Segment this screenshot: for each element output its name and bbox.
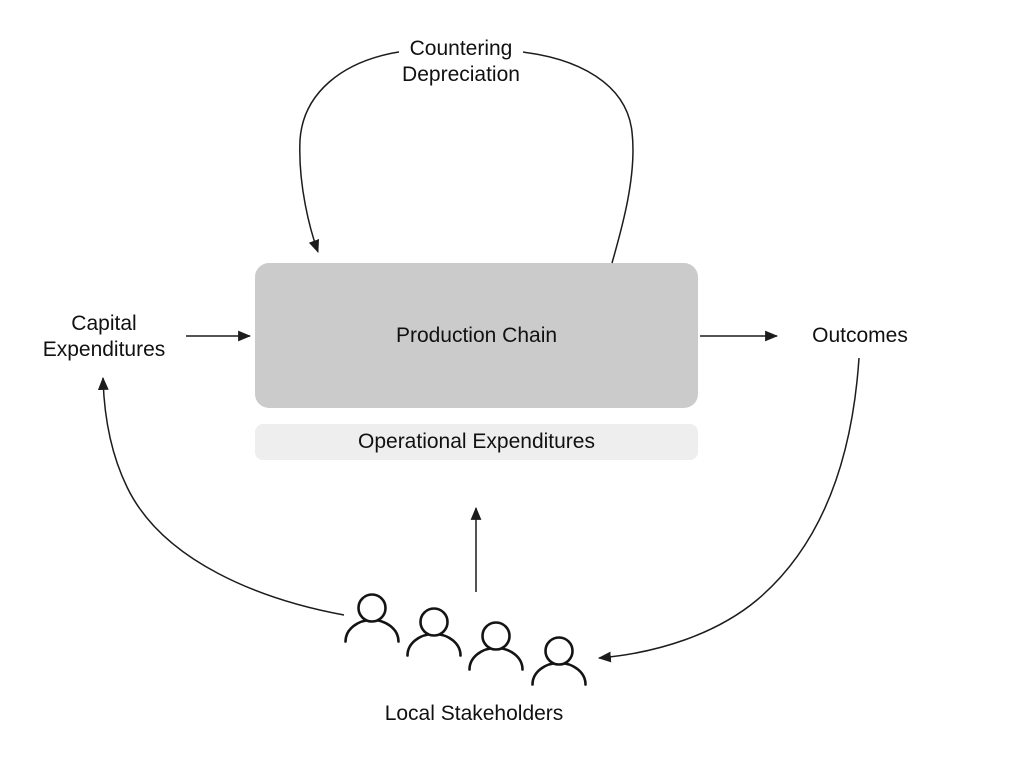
capital-expenditures-label: Capital Expenditures (42, 311, 166, 361)
production-chain-box: Production Chain (255, 263, 698, 408)
local-stakeholders-group (344, 593, 587, 686)
outcomes-label: Outcomes (812, 323, 908, 347)
stakeholders-to-capex-arrow (97, 376, 345, 616)
person-icon (344, 593, 400, 643)
local-stakeholders-label: Local Stakeholders (384, 701, 564, 725)
operational-expenditures-bar: Operational Expenditures (255, 424, 698, 460)
outcomes-to-stakeholders-arrow (597, 357, 860, 663)
person-icon (406, 607, 462, 657)
person-icon (468, 621, 524, 671)
operational-expenditures-label: Operational Expenditures (358, 430, 595, 453)
production-chain-label: Production Chain (395, 323, 558, 347)
person-icon (531, 636, 587, 686)
countering-depreciation-label: Countering Depreciation (399, 35, 523, 89)
